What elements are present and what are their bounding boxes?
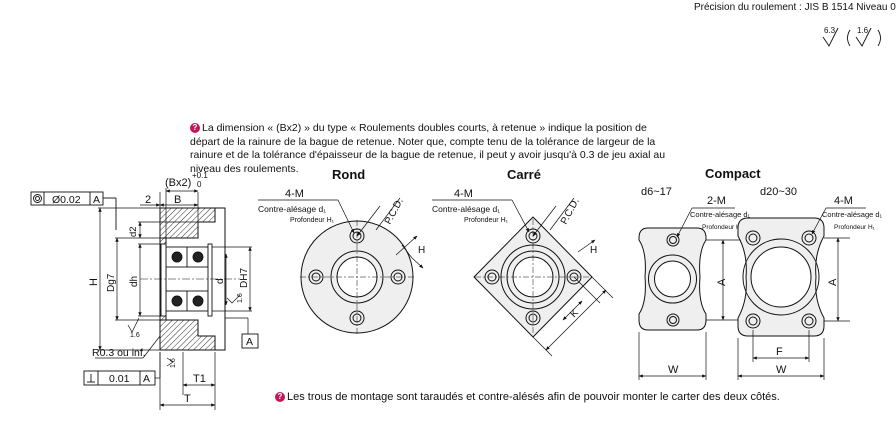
- surface-roughness-symbols: [822, 27, 881, 47]
- info-icon: ?: [275, 392, 285, 402]
- view-title-compact: Compact: [705, 166, 761, 181]
- dim-dg7: Dg7: [106, 273, 117, 292]
- compact-large-dim-a: A: [827, 278, 839, 286]
- carre-pcd: P.C.D.: [559, 196, 582, 226]
- carre-view: [432, 197, 614, 357]
- compact-large-view: [737, 207, 866, 380]
- dim-t: T: [184, 393, 191, 405]
- carre-counterbore: Contre-alésage d₁: [432, 204, 500, 214]
- view-title-carre: Carré: [507, 167, 541, 182]
- section-view: Ø0.02 A: [30, 171, 259, 410]
- r-note: R0.3 ou inf.: [92, 347, 146, 359]
- note-top-text: La dimension « (Bx2) » du type « Rouleme…: [190, 122, 666, 175]
- tol-concentric-value: Ø0.02: [52, 194, 81, 206]
- datum-a-box: [241, 333, 259, 349]
- dim-bx2: (Bx2): [165, 177, 191, 189]
- carre-dim-k: K: [568, 307, 581, 320]
- roughness-3: 1.6: [237, 293, 244, 303]
- roughness-main-value: 6.3: [824, 26, 836, 35]
- tol-perp-ref: A: [143, 373, 150, 385]
- dim-b: B: [174, 194, 181, 206]
- compact-small-dim-a: A: [716, 278, 728, 286]
- dim-bx2-lower: 0: [197, 180, 202, 189]
- compact-large-dim-f: F: [776, 346, 783, 358]
- dim-2: 2: [145, 194, 151, 206]
- carre-dim-h: H: [590, 245, 597, 256]
- rond-depth: Profondeur H₁: [290, 217, 335, 224]
- precision-text: Précision du roulement : JIS B 1514 Nive…: [694, 2, 896, 13]
- compact-small-label-2m: 2-M: [707, 195, 726, 207]
- tol-perp-value: 0.01: [109, 373, 130, 385]
- datum-a-label: A: [246, 336, 253, 348]
- dim-d2: d2: [128, 226, 139, 237]
- tolerance-frame-perpendicularity: [83, 370, 156, 386]
- range-d6-17: d6~17: [641, 186, 672, 198]
- compact-small-view: [638, 207, 740, 380]
- range-d20-30: d20~30: [760, 186, 798, 198]
- compact-large-counterbore: Contre-alésage d₁: [822, 210, 883, 219]
- rond-counterbore: Contre-alésage d₁: [258, 204, 326, 214]
- roughness-2: 1.6: [170, 358, 177, 368]
- dim-h: H: [88, 278, 100, 286]
- dim-bx2-upper: +0.1: [192, 171, 208, 180]
- compact-large-dim-w: W: [776, 364, 787, 376]
- info-icon: ?: [190, 123, 200, 133]
- carre-label-4m: 4-M: [454, 188, 473, 200]
- view-title-rond: Rond: [332, 167, 366, 182]
- rond-label-4m: 4-M: [285, 188, 304, 200]
- rond-pcd: P.C.D.: [383, 196, 406, 226]
- note-retaining-ring: ?La dimension « (Bx2) » du type « Roulem…: [190, 122, 670, 176]
- compact-large-depth: Profondeur H₁: [834, 224, 876, 231]
- rond-view: [258, 197, 424, 334]
- compact-large-label-4m: 4-M: [834, 195, 853, 207]
- compact-small-counterbore: Contre-alésage d₁: [690, 210, 751, 219]
- carre-depth: Profondeur H₁: [464, 217, 509, 224]
- note-bottom-text: Les trous de montage sont taraudés et co…: [287, 391, 780, 403]
- tol-concentric-ref: A: [93, 194, 100, 206]
- rond-dim-h: H: [418, 245, 425, 256]
- note-mounting-holes: ?Les trous de montage sont taraudés et c…: [275, 391, 780, 404]
- roughness-paren-value: 1.6: [857, 26, 869, 35]
- tolerance-frame-concentricity: [30, 191, 117, 230]
- compact-small-depth: Profondeur H₁: [702, 224, 744, 231]
- dim-t1: T1: [193, 373, 206, 385]
- dim-dh7: DH7: [239, 268, 250, 288]
- section-dimensions: [95, 188, 252, 410]
- compact-small-dim-w: W: [668, 364, 679, 376]
- dim-dh: dh: [129, 276, 140, 287]
- dim-d: d: [215, 278, 226, 284]
- bearings: [160, 243, 213, 317]
- roughness-1: 1.6: [130, 332, 140, 339]
